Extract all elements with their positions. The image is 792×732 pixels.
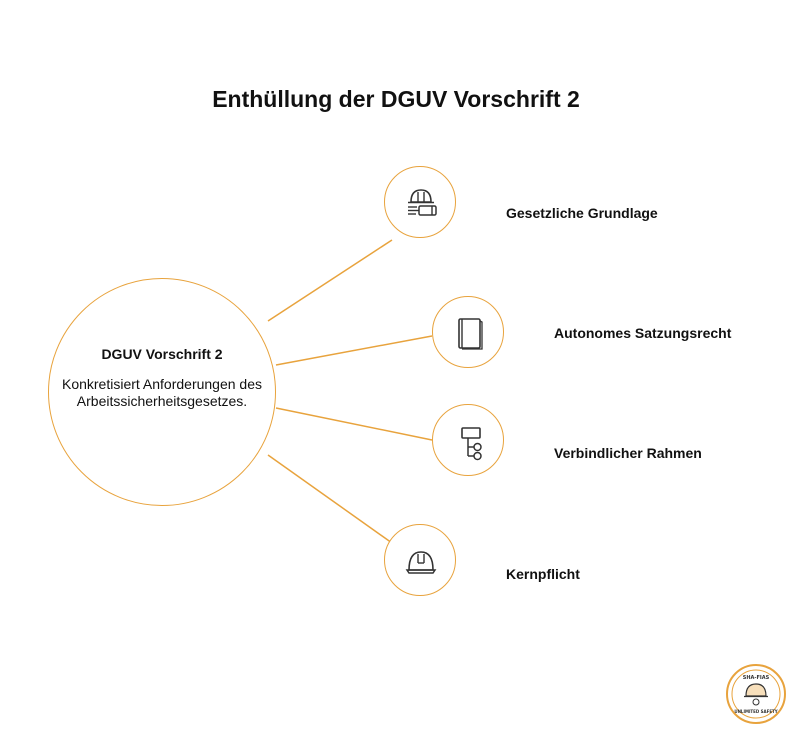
node-circle-3 [432, 404, 504, 476]
connector-line-2 [275, 335, 433, 366]
node-circle-1 [384, 166, 456, 238]
company-logo: SHA-FIAS UNLIMITED SAFETY [726, 664, 786, 724]
node-label-3: Verbindlicher Rahmen [554, 445, 702, 461]
svg-text:UNLIMITED SAFETY: UNLIMITED SAFETY [734, 709, 777, 714]
connector-line-3 [275, 407, 433, 441]
node-label-1: Gesetzliche Grundlage [506, 205, 658, 221]
node-circle-4 [384, 524, 456, 596]
center-circle [48, 278, 276, 506]
svg-text:SHA-FIAS: SHA-FIAS [743, 675, 770, 681]
center-description: Konkretisiert Anforderungen des Arbeitss… [61, 376, 262, 409]
logo-seal-icon: SHA-FIAS UNLIMITED SAFETY [731, 669, 781, 719]
connector-line-1 [267, 239, 393, 322]
hardhat-and-document-icon [408, 189, 437, 216]
safety-helmet-icon [405, 551, 437, 574]
diagram-title: Enthüllung der DGUV Vorschrift 2 [212, 86, 580, 112]
book-icon [458, 318, 483, 350]
node-label-2: Autonomes Satzungsrecht [554, 325, 732, 341]
node-label-4: Kernpflicht [506, 566, 580, 582]
node-circle-2 [432, 296, 504, 368]
hierarchy-icon [461, 427, 482, 461]
center-title: DGUV Vorschrift 2 [101, 346, 223, 362]
connector-line-4 [267, 454, 393, 544]
